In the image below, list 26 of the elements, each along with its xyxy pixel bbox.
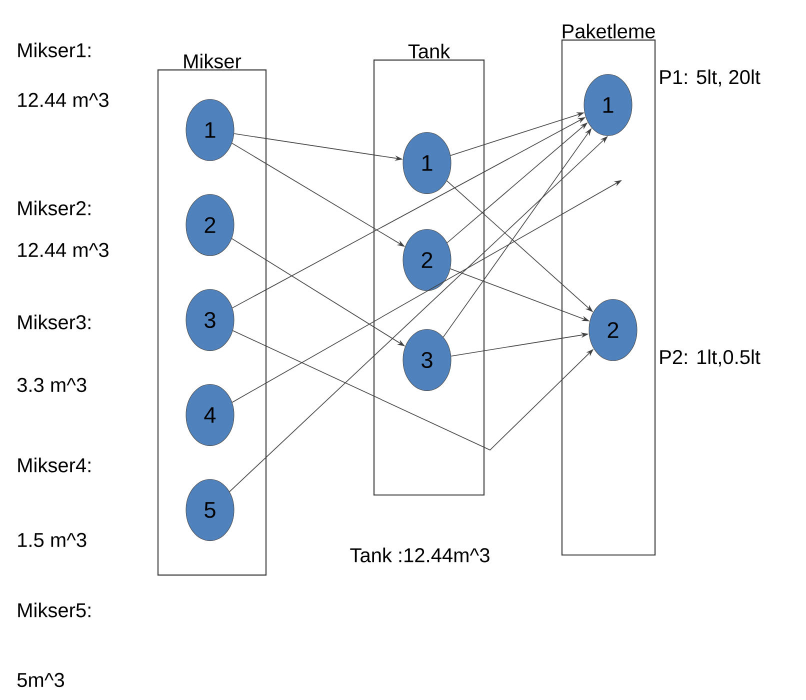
- label-text: 12.44 m^3: [18, 242, 108, 258]
- circle-node: 1: [186, 99, 234, 161]
- label-text: Mikser2:: [18, 200, 90, 216]
- label-text: Mikser3:: [18, 314, 90, 330]
- label-text: P2: 1lt,0.5lt: [660, 349, 760, 367]
- label-text: 12.44 m^3: [18, 92, 108, 108]
- circle-node: 1: [402, 132, 452, 194]
- label-text: Tank :12.44m^3: [350, 548, 490, 562]
- label-text: Mikser5:: [18, 602, 90, 618]
- node-label: Paketleme: [562, 24, 655, 38]
- circle-node: 4: [186, 384, 234, 446]
- label-text: Mikser1:: [18, 42, 90, 58]
- label-text: 1.5 m^3: [18, 532, 86, 548]
- label-text: 3.3 m^3: [17, 378, 86, 392]
- circle-node: 2: [186, 194, 234, 256]
- circle-node: 2: [588, 299, 638, 361]
- label-text: 5m^3: [17, 672, 64, 688]
- label-text: P1: 5lt, 20lt: [660, 69, 760, 87]
- node-label: Tank: [408, 44, 450, 58]
- node-label: Mikser: [184, 54, 242, 68]
- circle-node: 3: [186, 289, 234, 351]
- circle-node: 5: [186, 479, 234, 541]
- label-text: Mikser4:: [18, 458, 90, 472]
- circle-node: 3: [402, 329, 452, 391]
- circle-node: 2: [402, 229, 452, 291]
- circle-node: 1: [584, 74, 632, 136]
